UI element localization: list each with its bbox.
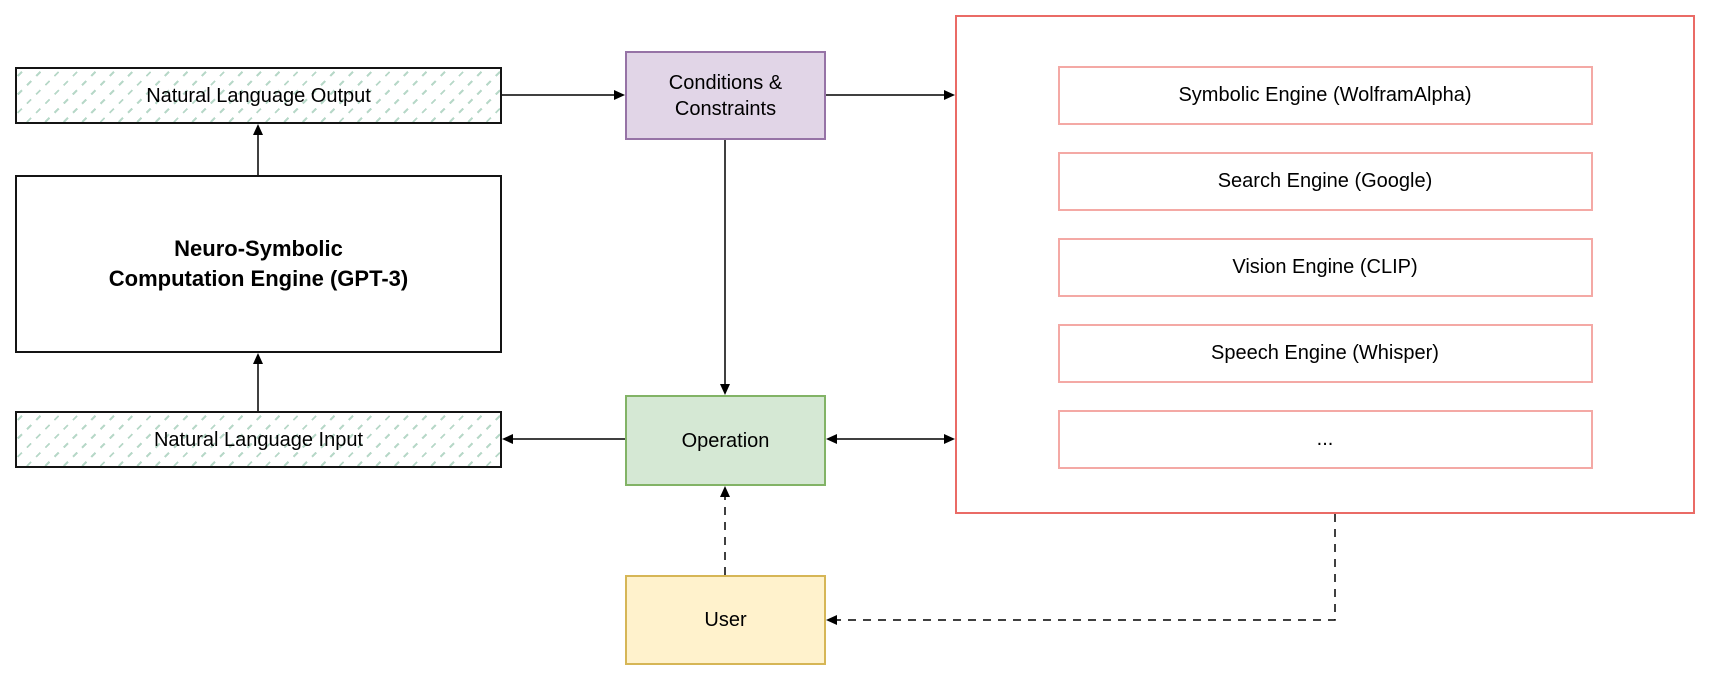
computation-engine-label-line2: Computation Engine (GPT-3): [108, 266, 409, 291]
natural-language-output-label: Natural Language Output: [146, 84, 371, 107]
operation-label: Operation: [681, 429, 770, 452]
engine-item-speech: Speech Engine (Whisper): [1057, 324, 1593, 383]
engine-item-label: Symbolic Engine (WolframAlpha): [1178, 84, 1472, 106]
node-computation-engine: Neuro-Symbolic Computation Engine (GPT-3…: [15, 175, 502, 353]
engine-item-label: Search Engine (Google): [1217, 170, 1433, 192]
engine-item-label: Speech Engine (Whisper): [1211, 342, 1439, 364]
arrow-output-to-conditions: [502, 90, 625, 100]
engine-item-more: ...: [1057, 410, 1593, 469]
arrow-operation-engines-bidirectional: [826, 434, 955, 444]
external-engines-container: Symbolic Engine (WolframAlpha) Search En…: [955, 15, 1695, 514]
arrow-input-to-engine: [253, 353, 263, 411]
engine-item-vision: Vision Engine (CLIP): [1057, 238, 1593, 297]
natural-language-input-label: Natural Language Input: [153, 428, 364, 451]
node-user: User: [625, 575, 826, 665]
computation-engine-label-line1: Neuro-Symbolic: [174, 236, 343, 262]
arrow-conditions-to-engines: [826, 90, 955, 100]
engine-item-label: Vision Engine (CLIP): [1232, 256, 1418, 278]
engine-item-label: ...: [1316, 428, 1334, 450]
arrow-operation-to-input: [502, 434, 625, 444]
node-natural-language-output: Natural Language Output: [15, 67, 502, 124]
node-operation: Operation: [625, 395, 826, 486]
arrow-engines-to-user-dashed: [826, 514, 1336, 625]
arrow-user-to-operation-dashed: [720, 486, 730, 575]
arrow-engine-to-output: [253, 124, 263, 175]
engine-item-search: Search Engine (Google): [1057, 152, 1593, 211]
arrow-conditions-to-operation: [720, 140, 730, 395]
node-conditions-constraints: Conditions & Constraints: [625, 51, 826, 140]
engine-item-symbolic: Symbolic Engine (WolframAlpha): [1057, 66, 1593, 125]
node-natural-language-input: Natural Language Input: [15, 411, 502, 468]
conditions-constraints-label: Conditions & Constraints: [668, 71, 783, 120]
user-label: User: [704, 609, 747, 631]
